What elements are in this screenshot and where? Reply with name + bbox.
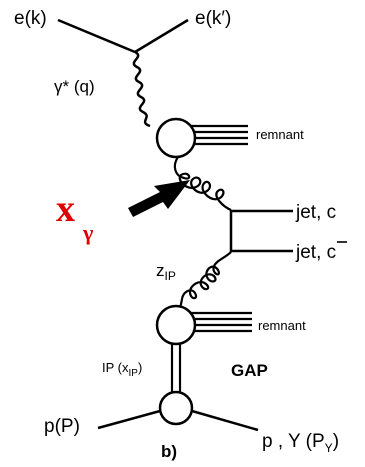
pomeron-label-main: IP (x: [102, 360, 129, 375]
photon-propagator: [132, 50, 151, 128]
quark-box: [229, 209, 293, 253]
z-pomeron-label: zIP: [156, 261, 176, 283]
jet-c-label: jet, c: [295, 202, 336, 223]
proton-out-sub: Y: [325, 441, 333, 455]
pomeron-double-line: [170, 344, 182, 392]
panel-label: b): [161, 442, 177, 461]
jet-cbar-prefix: jet,: [295, 242, 327, 263]
remnant-bottom-lines: [190, 311, 252, 333]
photon-gluon: [173, 156, 232, 212]
z-pomeron-main: z: [156, 261, 165, 280]
remnant-top-lines: [190, 124, 248, 146]
proton-out-close: ): [333, 431, 339, 452]
electron-in-label: e(k): [14, 8, 47, 29]
x-gamma-arrow-icon: [128, 180, 190, 217]
jet-cbar-label: jet, c: [295, 242, 336, 263]
photon-label-main: γ*: [54, 77, 70, 96]
pomeron-label-close: ): [138, 360, 142, 375]
pomeron-blob: [155, 304, 197, 346]
electron-out-label: e(k′): [195, 8, 231, 29]
gap-label: GAP: [231, 361, 268, 380]
remnant-top-label: remnant: [256, 127, 304, 142]
z-pomeron-sub: IP: [165, 269, 176, 283]
electron-in-line: [57, 18, 136, 54]
photon-blob: [155, 117, 197, 159]
proton-out-line: [191, 409, 259, 432]
pomeron-label: IP (xIP): [102, 360, 142, 379]
photon-label: γ* (q): [54, 77, 95, 96]
remnant-bottom-label: remnant: [258, 318, 306, 333]
proton-in-label: p(P): [44, 416, 80, 437]
proton-in-line: [97, 409, 161, 430]
x-gamma-subscript: γ: [82, 220, 93, 245]
pomeron-label-sub: IP: [129, 368, 139, 379]
proton-blob: [158, 390, 194, 426]
pomeron-gluon: [178, 251, 232, 310]
electron-out-line: [134, 18, 189, 54]
proton-out-label: p , Y (PY): [262, 431, 339, 455]
proton-out-main: p , Y (P: [262, 431, 325, 452]
jet-cbar-letter: c: [327, 242, 337, 263]
x-gamma-label: x: [56, 188, 75, 230]
photon-label-arg: (q): [74, 77, 95, 96]
